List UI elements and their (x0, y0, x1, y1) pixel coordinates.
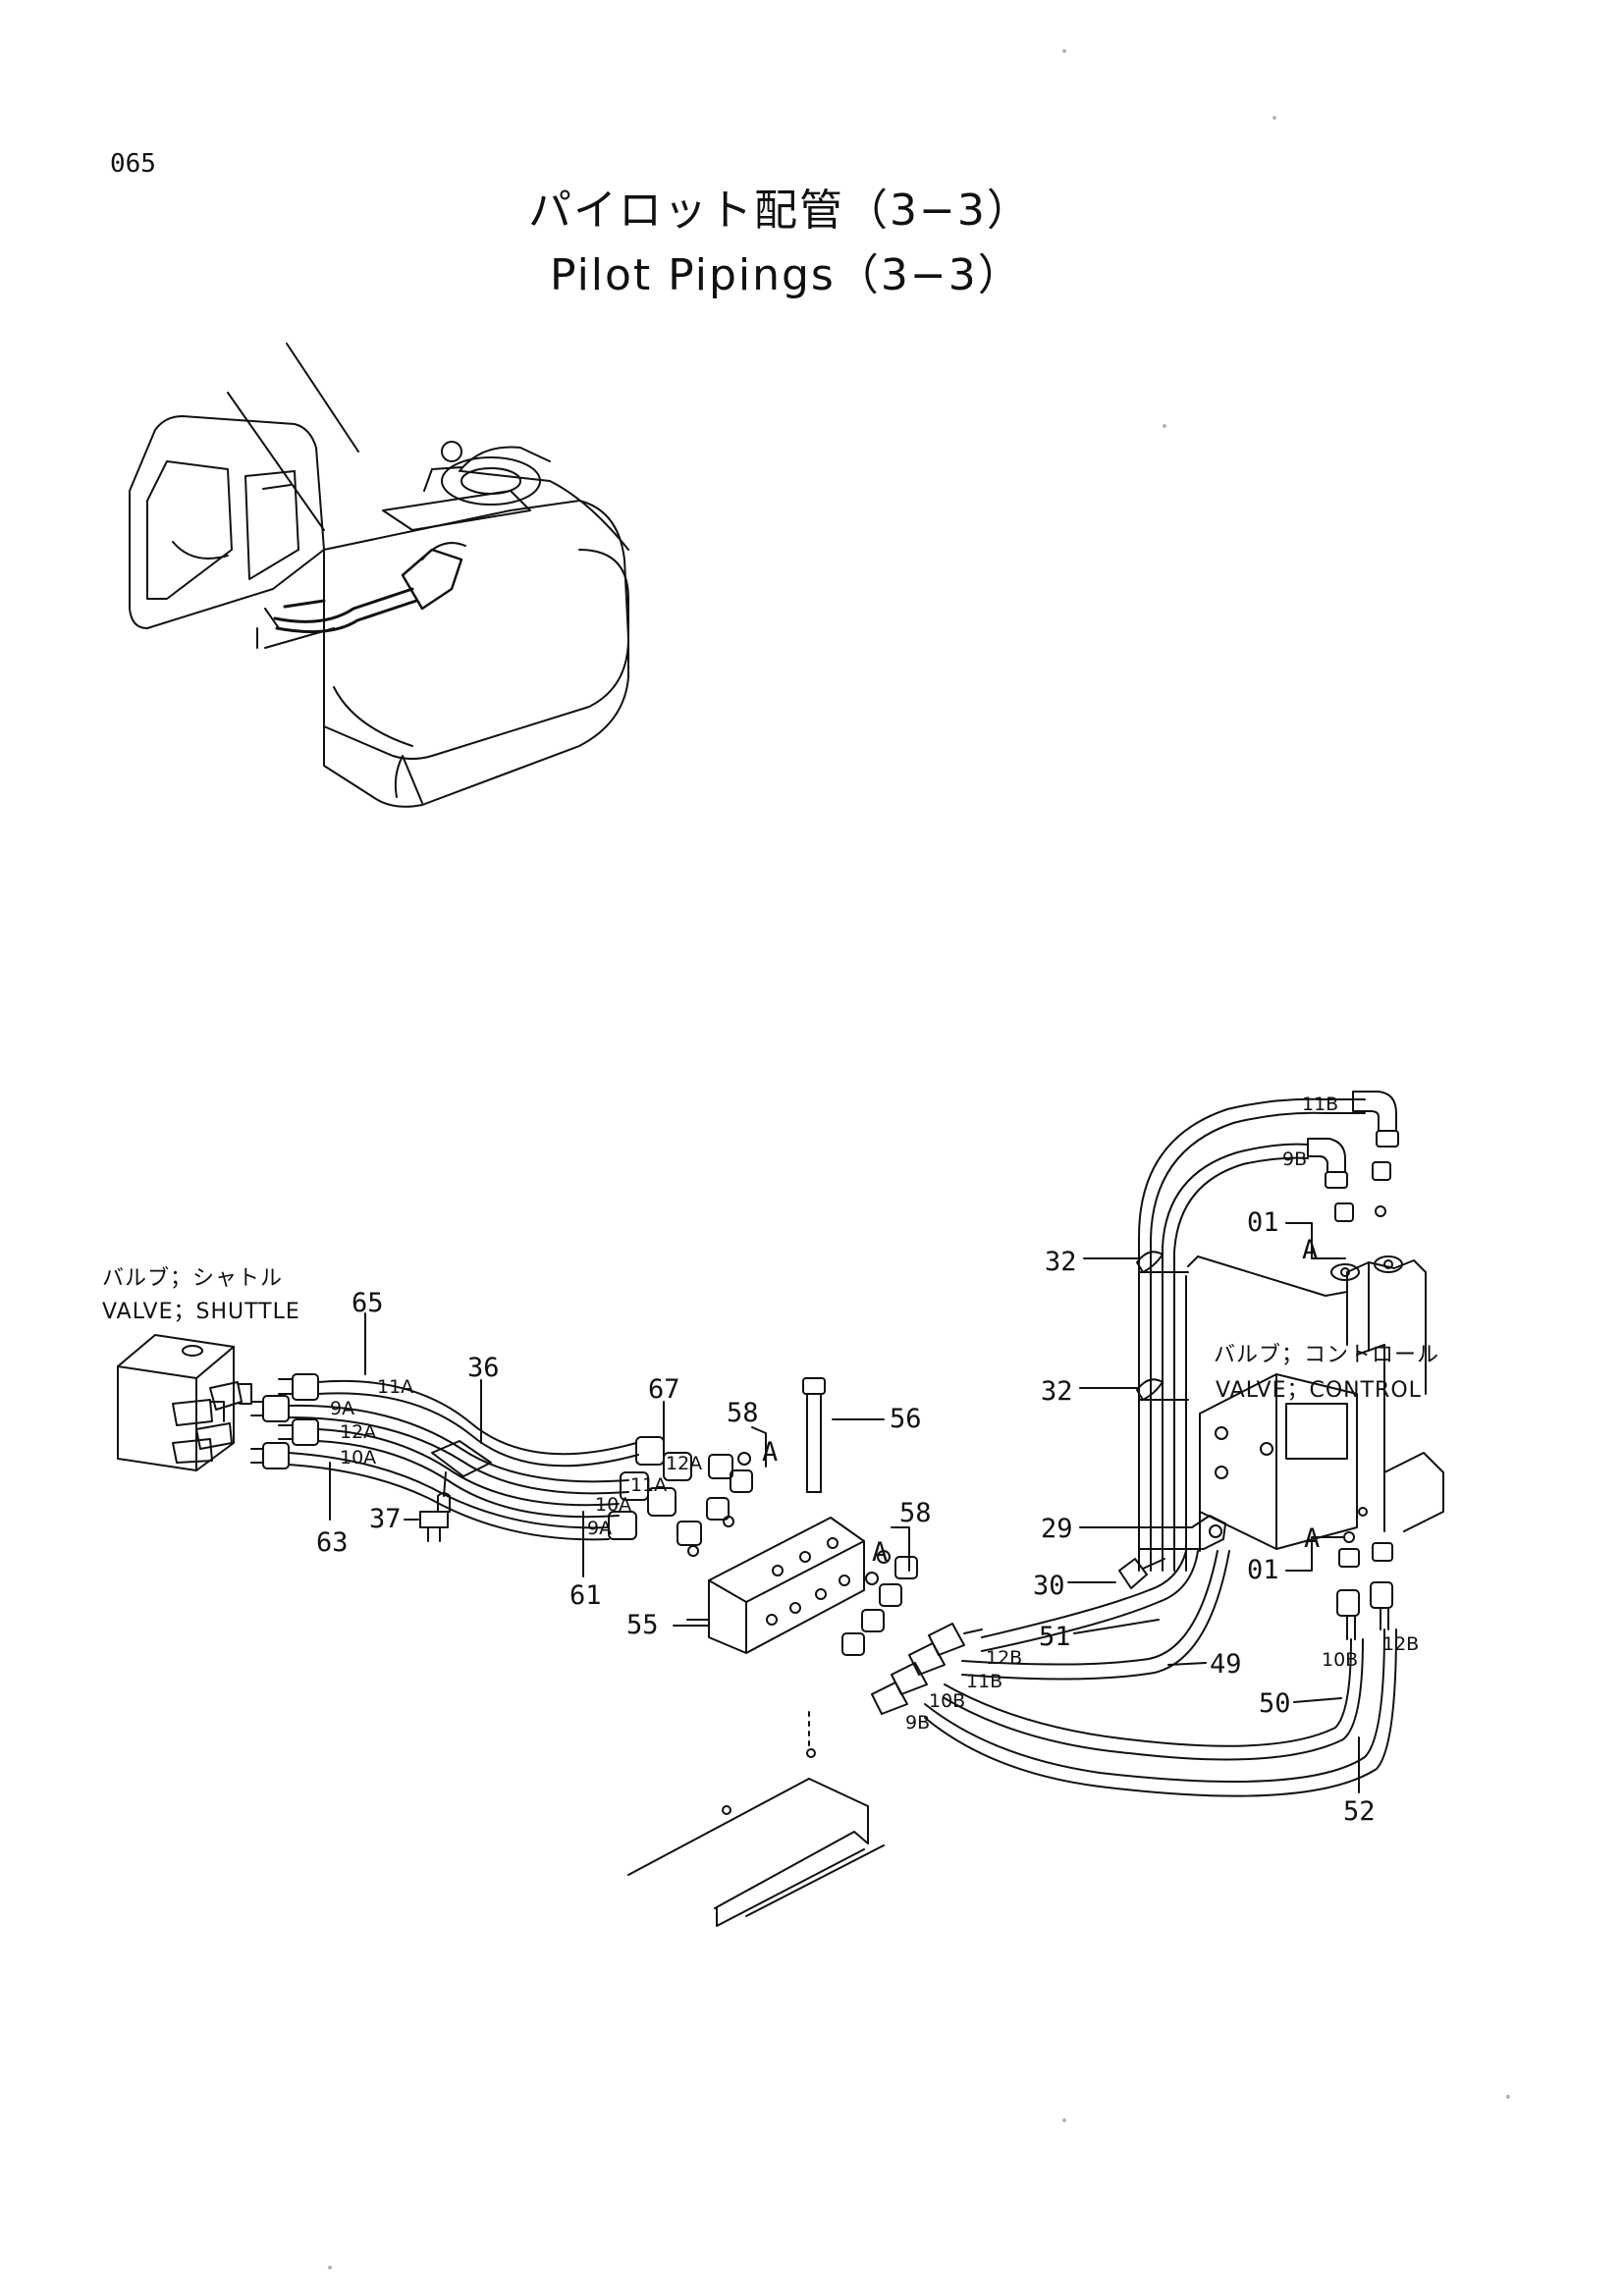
distribution-block-55 (687, 1518, 864, 1653)
title-english: Pilot Pipings（3−3） (550, 250, 1023, 300)
title-japanese: パイロット配管（3−3） (528, 186, 1032, 236)
hose-clamps (1137, 1252, 1225, 1549)
control-valve (1188, 1256, 1443, 1551)
hose-label-10B-right: 10B (1322, 1649, 1359, 1671)
callout-01-upper: 01 (1247, 1207, 1279, 1238)
hose-label-12B-right: 12B (1382, 1633, 1420, 1655)
block-fittings-b (842, 1551, 982, 1714)
bolt-37 (405, 1512, 448, 1541)
callout-32-upper: 32 (1045, 1247, 1077, 1277)
hoses-left (289, 1381, 638, 1539)
hoses-right (925, 1551, 1396, 1796)
shuttle-valve-label-en: VALVE；SHUTTLE (102, 1300, 300, 1324)
top-elbows (1308, 1092, 1398, 1221)
shuttle-valve (118, 1335, 251, 1470)
callout-37: 37 (369, 1504, 402, 1534)
callout-56: 56 (890, 1404, 922, 1434)
block-fittings-a (609, 1437, 752, 1556)
callout-55: 55 (626, 1610, 659, 1640)
callout-32-lower: 32 (1041, 1376, 1073, 1407)
callout-50: 50 (1259, 1688, 1291, 1719)
callout-52: 52 (1343, 1796, 1376, 1827)
callout-30: 30 (1033, 1571, 1065, 1601)
callout-36: 36 (467, 1353, 500, 1383)
callout-49: 49 (1210, 1649, 1242, 1680)
callout-58-left: 58 (727, 1398, 759, 1428)
callout-29: 29 (1041, 1514, 1073, 1544)
control-valve-fittings (1337, 1532, 1392, 1639)
callout-63: 63 (316, 1527, 349, 1558)
clamp-36 (432, 1441, 491, 1512)
hose-label-9B-b: 9B (905, 1712, 931, 1734)
hose-label-10B: 10B (929, 1690, 966, 1712)
bolt-30 (1119, 1559, 1164, 1588)
excavator-overview (130, 344, 628, 807)
callout-61: 61 (569, 1580, 602, 1611)
shuttle-fittings (251, 1374, 318, 1468)
frame-member (628, 1712, 884, 1926)
hose-label-12A: 12A (340, 1421, 377, 1443)
control-valve-label-en: VALVE；CONTROL (1216, 1378, 1422, 1403)
bolt-56 (803, 1378, 884, 1492)
control-valve-label-jp: バルブ；コントロール (1214, 1343, 1440, 1367)
hose-label-9B: 9B (1282, 1148, 1308, 1170)
hose-label-10A: 10A (340, 1447, 377, 1468)
shuttle-valve-label-jp: バルブ；シャトル (102, 1266, 284, 1291)
callout-01-lower: 01 (1247, 1555, 1279, 1585)
page-number: 065 (110, 149, 156, 179)
callout-67: 67 (648, 1374, 680, 1405)
hose-label-12A-b: 12A (666, 1453, 703, 1474)
scan-specks (329, 50, 1509, 2269)
callout-65: 65 (352, 1288, 384, 1318)
leader-lines (330, 1223, 1359, 1792)
vertical-hoses (1139, 1099, 1365, 1571)
callout-58-right: 58 (899, 1498, 932, 1528)
